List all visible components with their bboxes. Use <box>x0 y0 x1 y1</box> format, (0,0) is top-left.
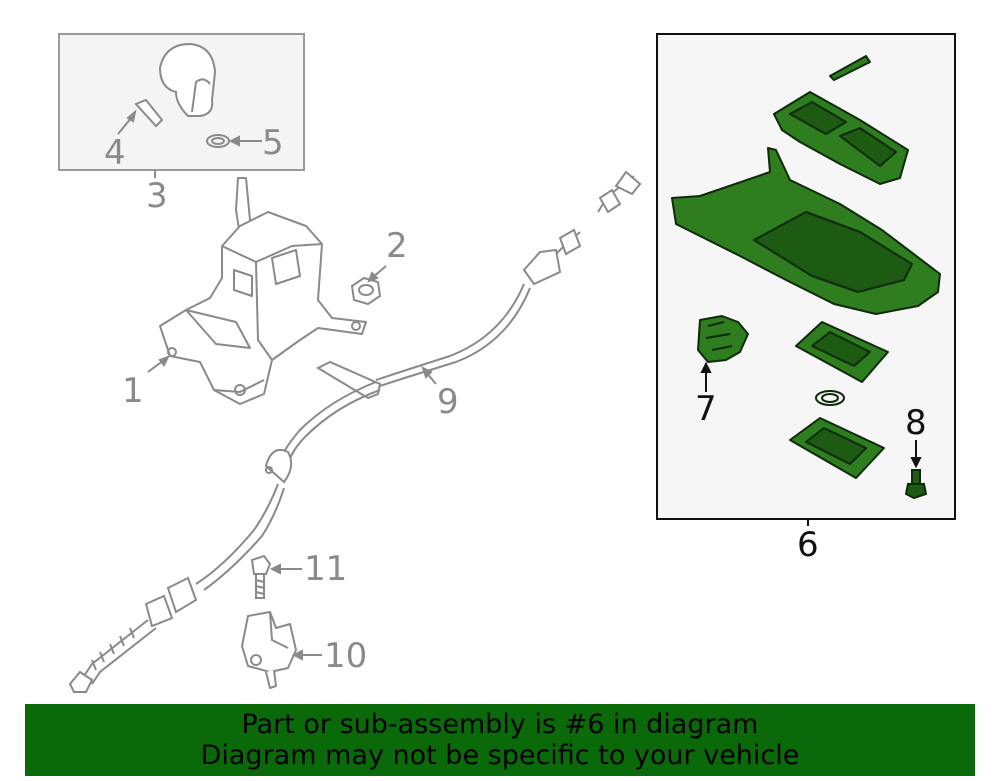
callout-leader-10 <box>291 649 322 661</box>
callout-10: 10 <box>324 636 367 676</box>
shift-knob-part[interactable] <box>158 42 217 117</box>
console-assembly-part[interactable] <box>671 55 941 383</box>
callout-7: 7 <box>695 389 717 429</box>
shifter-assembly-part[interactable] <box>159 177 367 405</box>
callout-leaders-left <box>147 265 387 373</box>
callout-1: 1 <box>122 371 144 411</box>
banner-line-2: Diagram may not be specific to your vehi… <box>200 740 800 771</box>
callout-leader-11 <box>269 563 302 575</box>
callout-11: 11 <box>304 549 347 589</box>
banner-line-1: Part or sub-assembly is #6 in diagram <box>241 709 759 740</box>
console-tray-part[interactable] <box>789 417 885 479</box>
bolt-part-11[interactable] <box>250 554 272 599</box>
console-ring-part[interactable] <box>815 390 845 406</box>
knob-button-part[interactable] <box>134 98 164 128</box>
callout-9: 9 <box>437 382 459 422</box>
callout-5: 5 <box>262 123 284 163</box>
callout-4: 4 <box>104 133 126 173</box>
callout-2: 2 <box>386 226 408 266</box>
callout-3: 3 <box>146 176 168 216</box>
callout-leader-9 <box>421 366 437 385</box>
info-banner: Part or sub-assembly is #6 in diagram Di… <box>25 704 975 776</box>
callout-leaders-console <box>700 361 922 526</box>
callout-8: 8 <box>905 403 927 443</box>
callout-leaders-top-left <box>117 109 262 178</box>
console-bolt-part[interactable] <box>904 469 928 500</box>
shift-cable-part[interactable] <box>68 170 642 693</box>
nut-part[interactable] <box>350 276 382 306</box>
callout-6: 6 <box>797 525 819 565</box>
bracket-part[interactable] <box>241 611 297 689</box>
